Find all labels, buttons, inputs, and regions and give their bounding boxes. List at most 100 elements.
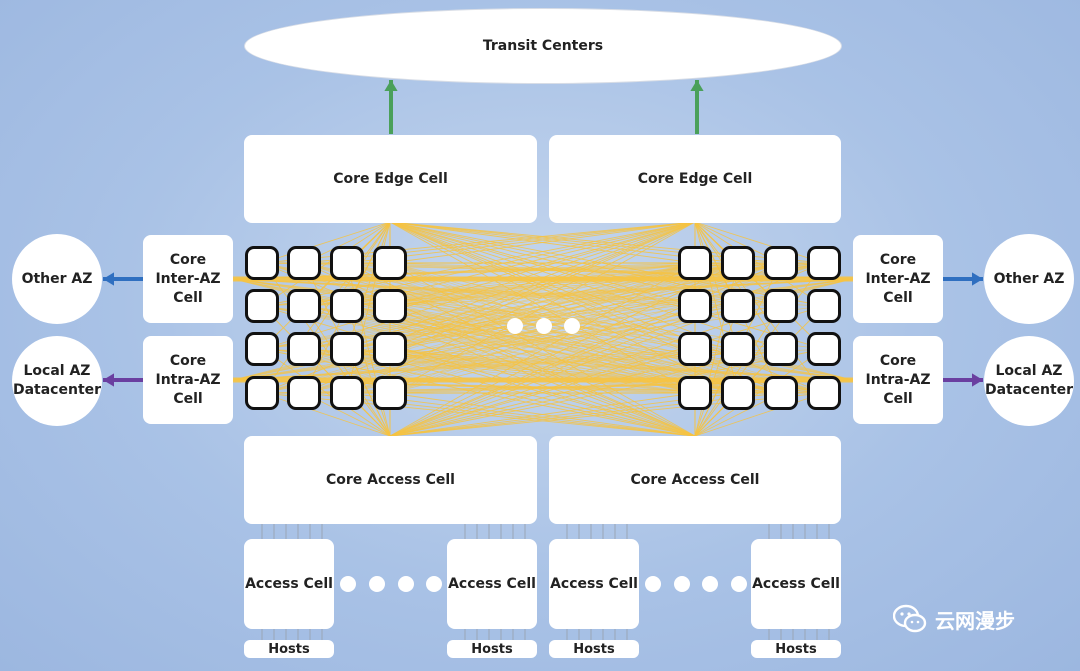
- router-node: [678, 376, 712, 410]
- router-node: [287, 246, 321, 280]
- mesh-link: [232, 348, 739, 381]
- router-node: [245, 332, 279, 366]
- hosts-2: Hosts: [447, 640, 537, 658]
- hosts-1: Hosts: [244, 640, 334, 658]
- mesh-link: [389, 392, 782, 437]
- router-node: [807, 289, 841, 323]
- router-node: [373, 332, 407, 366]
- router-node: [330, 376, 364, 410]
- core-edge-cell-label: Core Edge Cell: [637, 170, 753, 187]
- core-intra-az-cell-label: Core Intra-AZ Cell: [865, 352, 931, 407]
- router-node: [678, 246, 712, 280]
- core-access-cell-label: Core Access Cell: [325, 471, 455, 488]
- access-cell-label: Access Cell: [448, 575, 536, 592]
- ellipsis-dot: [398, 576, 414, 592]
- hosts-label: Hosts: [573, 641, 615, 657]
- local-az-label: Local AZ Datacenter: [984, 363, 1074, 398]
- ellipsis-dot: [731, 576, 747, 592]
- router-node: [764, 332, 798, 366]
- ellipsis-dot: [564, 318, 580, 334]
- ellipsis-dot: [507, 318, 523, 334]
- access-cell-2: Access Cell: [447, 539, 537, 629]
- other-az-right: Other AZ: [984, 234, 1074, 324]
- core-intra-az-cell-right: Core Intra-AZ Cell: [853, 336, 943, 424]
- mesh-link: [389, 348, 854, 381]
- mesh-link: [694, 392, 825, 437]
- watermark: 云网漫步: [893, 604, 1015, 634]
- local-az-arrow-head: [972, 373, 983, 387]
- mesh-link: [261, 221, 391, 264]
- router-node: [764, 289, 798, 323]
- mesh-link: [346, 305, 854, 381]
- other-az-arrow-head: [103, 272, 114, 286]
- router-node: [807, 246, 841, 280]
- core-access-cell-label: Core Access Cell: [630, 471, 760, 488]
- router-node: [764, 246, 798, 280]
- uplink-arrow-head: [690, 80, 704, 91]
- wechat-icon: [893, 604, 927, 633]
- other-az-label: Other AZ: [21, 270, 93, 287]
- ellipsis-dot: [674, 576, 690, 592]
- ellipsis-dot: [369, 576, 385, 592]
- core-inter-az-cell-label: Core Inter-AZ Cell: [155, 251, 221, 306]
- mesh-link: [694, 305, 825, 437]
- core-access-cell-right: Core Access Cell: [549, 436, 841, 524]
- hosts-label: Hosts: [268, 641, 310, 657]
- mesh-link: [261, 392, 391, 437]
- access-cell-label: Access Cell: [245, 575, 333, 592]
- mesh-link: [303, 392, 696, 437]
- transit-centers: Transit Centers: [244, 8, 842, 84]
- mesh-link: [694, 221, 825, 264]
- mesh-link: [389, 221, 739, 394]
- router-node: [330, 332, 364, 366]
- core-edge-cell-label: Core Edge Cell: [333, 170, 448, 187]
- mesh-link: [232, 348, 696, 381]
- local-az-datacenter-left: Local AZ Datacenter: [12, 336, 102, 426]
- router-node: [287, 332, 321, 366]
- router-node: [721, 332, 755, 366]
- mesh-link: [389, 305, 854, 381]
- router-node: [287, 289, 321, 323]
- local-az-datacenter-right: Local AZ Datacenter: [984, 336, 1074, 426]
- router-node: [330, 289, 364, 323]
- access-cell-label: Access Cell: [752, 575, 840, 592]
- local-az-arrow-head: [103, 373, 114, 387]
- router-node: [678, 289, 712, 323]
- ellipsis-dot: [536, 318, 552, 334]
- mesh-link: [389, 348, 696, 437]
- access-cell-3: Access Cell: [549, 539, 639, 629]
- mesh-link: [346, 221, 696, 394]
- mesh-link: [389, 278, 854, 307]
- mesh-link: [389, 262, 696, 307]
- ellipsis-dot: [426, 576, 442, 592]
- ellipsis-dot: [645, 576, 661, 592]
- router-node: [330, 246, 364, 280]
- mesh-link: [261, 262, 854, 381]
- core-edge-cell-left: Core Edge Cell: [244, 135, 537, 223]
- local-az-label: Local AZ Datacenter: [12, 363, 102, 398]
- router-node: [678, 332, 712, 366]
- router-node: [721, 246, 755, 280]
- core-inter-az-cell-right: Core Inter-AZ Cell: [853, 235, 943, 323]
- mesh-link: [303, 221, 696, 264]
- hosts-label: Hosts: [471, 641, 513, 657]
- mesh-link: [389, 221, 696, 264]
- router-node: [373, 376, 407, 410]
- router-node: [373, 289, 407, 323]
- access-cell-1: Access Cell: [244, 539, 334, 629]
- hosts-4: Hosts: [751, 640, 841, 658]
- router-node: [807, 376, 841, 410]
- router-node: [245, 289, 279, 323]
- router-node: [764, 376, 798, 410]
- mesh-link: [389, 221, 782, 264]
- access-cell-label: Access Cell: [550, 575, 638, 592]
- core-access-cell-left: Core Access Cell: [244, 436, 537, 524]
- mesh-link: [303, 221, 696, 394]
- core-intra-az-cell-label: Core Intra-AZ Cell: [155, 352, 221, 407]
- ellipsis-dot: [340, 576, 356, 592]
- hosts-label: Hosts: [775, 641, 817, 657]
- watermark-text: 云网漫步: [935, 608, 1015, 633]
- ellipsis-dot: [702, 576, 718, 592]
- router-node: [721, 289, 755, 323]
- mesh-link: [389, 348, 782, 394]
